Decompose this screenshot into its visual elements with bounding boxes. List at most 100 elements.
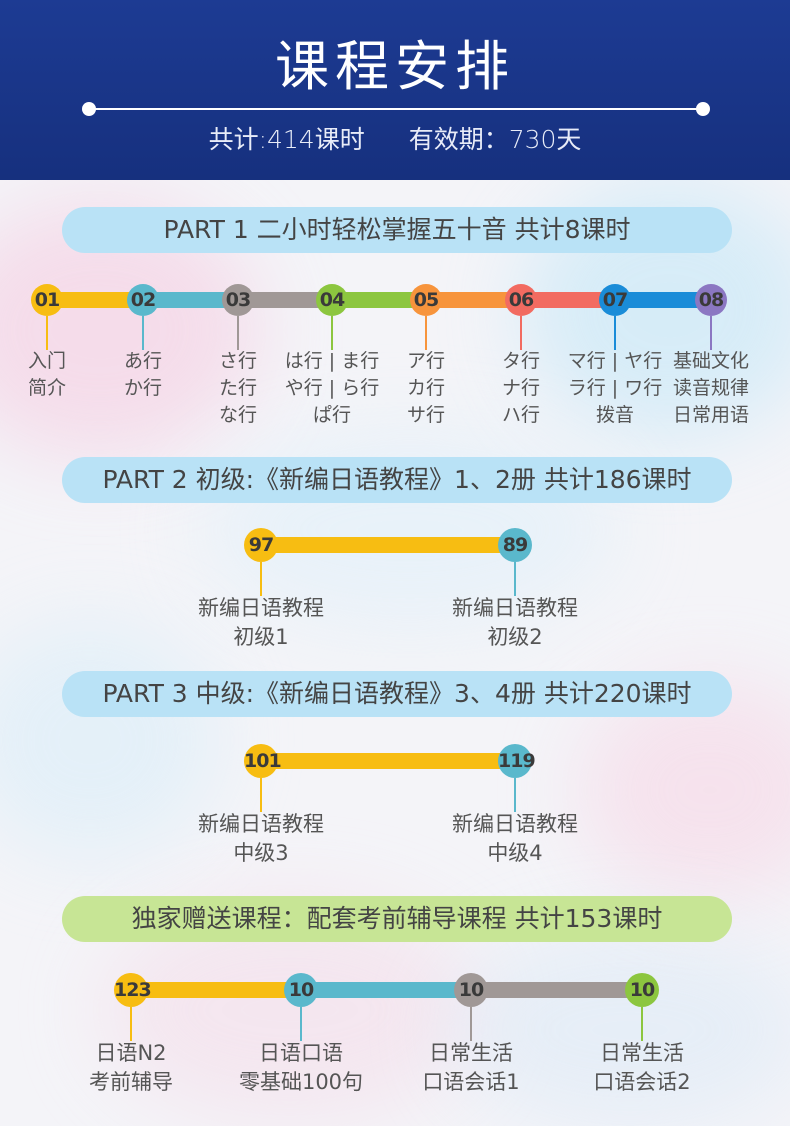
part2-node-stem [260,562,262,596]
bonus-node-stem [300,1007,302,1041]
part1-node-label: ア行カ行サ行 [356,348,496,429]
part1-node-label-line: 拨音 [595,404,634,426]
bonus-node-label-line: 日语N2 [95,1041,167,1065]
part2-node-label: 新编日语教程初级1 [171,594,351,652]
page-title: 课程安排 [275,35,515,98]
part1-node-stem [331,316,333,350]
part2-node-label-line: 初级1 [233,625,289,649]
part1-node-label-line: 入门 [27,350,66,372]
part2-node-badge: 89 [498,528,532,562]
part1-node-label-line: サ行 [406,404,445,426]
bonus-node-label-line: 口语会话1 [422,1070,520,1094]
part1-node-label: さ行た行な行 [168,348,308,429]
bonus-title-pill: 独家赠送课程：配套考前辅导课程 共计153课时 [62,896,732,942]
part1-timeline-segment [426,292,521,308]
part1-node-stem [425,316,427,350]
part1-node-badge: 03 [222,284,254,316]
part1-timeline-segment [47,292,143,308]
part1-node-stem [520,316,522,350]
part1-node-label-line: 基础文化 [672,350,749,372]
part1-timeline-segment [332,292,426,308]
part3-node-label: 新编日语教程中级4 [425,810,605,868]
bonus-node-stem [470,1007,472,1041]
course-summary: 共计:414课时 有效期：730天 [0,120,790,156]
part1-node-badge: 01 [31,284,63,316]
validity-period: 有效期：730天 [408,125,582,154]
part3-node-label-line: 中级3 [233,841,289,865]
bonus-timeline-segment [131,982,301,998]
part1-node-label: あ行か行 [73,348,213,402]
bonus-node-label: 日语口语零基础100句 [211,1039,391,1097]
part2-node-badge: 97 [244,528,278,562]
part1-node-label: 入门简介 [0,348,117,402]
bonus-node-label: 日语N2 考前辅导 [41,1039,221,1097]
divider-dot [696,102,710,116]
bonus-node-label: 日常生活口语会话1 [381,1039,561,1097]
part3-node-label-line: 新编日语教程 [198,812,324,836]
bonus-node-badge: 123 [114,973,152,1007]
part2-node-label-line: 新编日语教程 [198,596,324,620]
part2-node-label-line: 初级2 [487,625,543,649]
part1-node-stem [46,316,48,350]
part1-node-label-line: や行 | ら行 [284,377,380,399]
part3-title-pill: PART 3 中级:《新编日语教程》3、4册 共计220课时 [62,671,732,717]
part1-node-label-line: な行 [218,404,257,426]
bonus-node-label-line: 零基础100句 [238,1070,364,1094]
part1-node-stem [614,316,616,350]
bonus-node-stem [641,1007,643,1041]
header-banner: 课程安排 共计:414课时 有效期：730天 [0,0,790,180]
part1-title-pill: PART 1 二小时轻松掌握五十音 共计8课时 [62,207,732,253]
part2-title-pill: PART 2 初级:《新编日语教程》1、2册 共计186课时 [62,457,732,503]
part1-node-badge: 04 [316,284,348,316]
part1-node-badge: 05 [410,284,442,316]
part1-node-label-line: マ行 | ヤ行 [567,350,663,372]
part1-node-badge: 07 [599,284,631,316]
bonus-timeline-segment [301,982,471,998]
part2-node-label-line: 新编日语教程 [452,596,578,620]
part1-node-label-line: た行 [218,377,257,399]
part3-timeline-segment [261,753,515,769]
part1-node-label-line: さ行 [218,350,257,372]
part1-node-label-line: 简介 [27,377,66,399]
part3-node-stem [260,778,262,812]
bonus-node-badge: 10 [284,973,318,1007]
part1-timeline-segment [238,292,332,308]
part1-node-badge: 08 [695,284,727,316]
title-divider [88,108,702,110]
part1-node-label: 基础文化读音规律日常用语 [641,348,781,429]
bonus-node-badge: 10 [625,973,659,1007]
part1-node-badge: 02 [127,284,159,316]
background-blob [0,620,220,860]
part3-node-stem [514,778,516,812]
part1-timeline-segment [521,292,615,308]
bonus-node-label: 日常生活口语会话2 [552,1039,732,1097]
background-blob [450,930,790,1126]
part3-node-badge: 101 [244,744,282,778]
bonus-timeline-segment [471,982,642,998]
bonus-node-label-line: 日语口语 [259,1041,343,1065]
part2-timeline-segment [261,537,515,553]
part1-node-stem [710,316,712,350]
part1-node-stem [237,316,239,350]
part1-node-label-line: ハ行 [501,404,540,426]
part1-timeline-segment [615,292,711,308]
part3-node-label: 新编日语教程中级3 [171,810,351,868]
part1-timeline-segment [143,292,238,308]
part1-node-label-line: ナ行 [501,377,540,399]
bonus-node-label-line: 考前辅导 [89,1070,173,1094]
part3-node-label-line: 中级4 [487,841,543,865]
part1-node-label: マ行 | ヤ行ラ行 | ワ行拨音 [545,348,685,429]
part2-node-label: 新编日语教程初级2 [425,594,605,652]
part1-node-label-line: 日常用语 [672,404,749,426]
part1-node-label-line: か行 [123,377,162,399]
bonus-node-label-line: 日常生活 [429,1041,513,1065]
part1-node-label-line: ア行 [406,350,445,372]
bonus-node-stem [130,1007,132,1041]
part1-node-label: タ行ナ行ハ行 [451,348,591,429]
part3-node-badge: 119 [498,744,536,778]
part1-node-label-line: は行 | ま行 [284,350,380,372]
total-hours: 共计:414课时 [208,125,365,154]
part1-node-label-line: あ行 [123,350,162,372]
divider-dot [82,102,96,116]
